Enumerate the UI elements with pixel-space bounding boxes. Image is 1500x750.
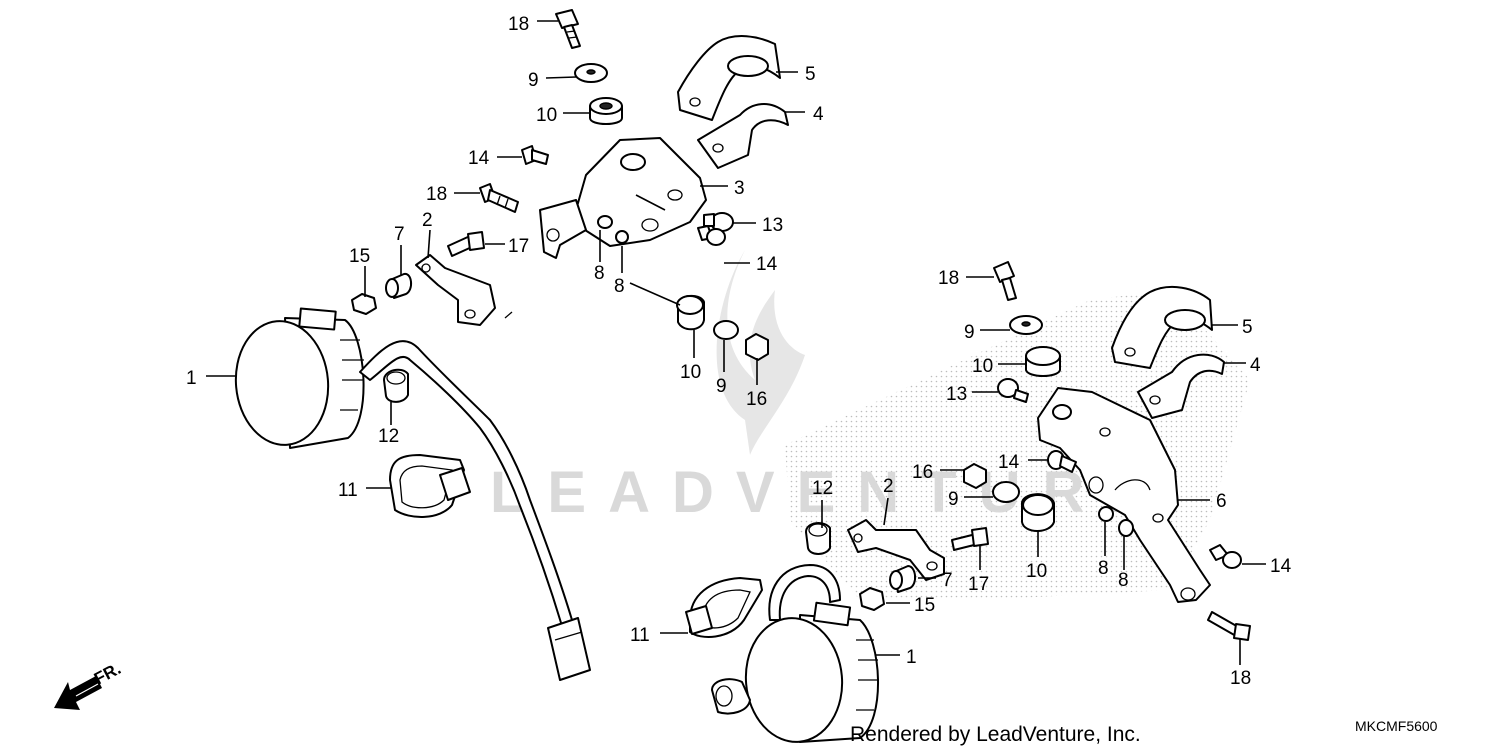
- clamp-4-right: [1137, 353, 1225, 419]
- washer-9-lower: [713, 320, 739, 340]
- wiring-harness-left: [359, 340, 591, 681]
- callout-18-right-lower: 18: [1230, 668, 1251, 689]
- callout-14-upper: 14: [468, 148, 490, 169]
- arrow-left-down-icon: [54, 676, 102, 710]
- bolt-18-right-top: [993, 261, 1017, 301]
- callout-9-right-top: 9: [964, 322, 975, 343]
- callout-8-right-b: 8: [1118, 570, 1129, 591]
- grommet-10-top: [589, 97, 623, 125]
- clamp-5-right: [1111, 285, 1213, 369]
- grommet-10-lower: [676, 294, 705, 331]
- nut-15-right: [859, 587, 885, 611]
- callout-11-right: 11: [630, 625, 650, 646]
- callout-16-left: 16: [746, 389, 767, 410]
- callout-3: 3: [734, 178, 745, 199]
- bolt-17-left: [447, 231, 485, 257]
- bolt-14-right-lower: [1209, 544, 1242, 569]
- callout-12-left: 12: [378, 426, 399, 447]
- bracket-2-left: [415, 254, 513, 326]
- callout-18-top: 18: [508, 14, 529, 35]
- callout-2-right: 2: [883, 476, 894, 497]
- clip-12-left: [383, 368, 409, 403]
- callout-8-right-a: 8: [1098, 558, 1109, 579]
- clip-12-right: [805, 522, 831, 555]
- leader-lines-left: [206, 20, 805, 489]
- callout-4-right: 4: [1250, 355, 1261, 376]
- bracket-2-right: [847, 519, 945, 581]
- callout-9-right: 9: [948, 489, 959, 510]
- callout-7-left: 7: [394, 224, 405, 245]
- right-assembly: 18 9 5 4 10 13 16 14 9 12 2 6 10 8 8 14 …: [630, 261, 1292, 743]
- callout-9-lower: 9: [716, 376, 727, 397]
- callout-14-right-lower: 14: [1270, 556, 1292, 577]
- callout-11-left: 11: [338, 480, 358, 501]
- bracket-3-left: [539, 137, 707, 259]
- callout-17-left: 17: [508, 236, 529, 257]
- clamp-4-left: [697, 103, 789, 169]
- nut-16-left: [745, 333, 769, 361]
- fog-lamp-1-right: [711, 601, 879, 743]
- callout-13-right: 13: [946, 384, 967, 405]
- callout-5-right: 5: [1242, 317, 1253, 338]
- callout-2-left: 2: [422, 210, 433, 231]
- bolt-13-right: [997, 378, 1029, 403]
- callout-5-left: 5: [805, 64, 816, 85]
- leader-lines-right: [660, 276, 1266, 665]
- washer-9-right: [992, 481, 1020, 503]
- callout-10-top: 10: [536, 105, 557, 126]
- band-11-left: [389, 454, 471, 518]
- direction-marker: FR.: [54, 659, 124, 710]
- bracket-6: [1037, 387, 1211, 603]
- grommet-10-right-top: [1025, 346, 1061, 377]
- callout-10-right-top: 10: [972, 356, 993, 377]
- bolt-18-right-lower: [1207, 611, 1251, 641]
- callout-8-b: 8: [614, 276, 625, 297]
- callout-10-right-lower: 10: [1026, 561, 1047, 582]
- callout-1-right: 1: [906, 647, 917, 668]
- nut-15-left: [351, 293, 377, 315]
- collar-7-right: [889, 565, 916, 593]
- callout-18-middle: 18: [426, 184, 447, 205]
- washer-9-right-hole: [1021, 321, 1031, 327]
- bolt-14-right-upper: [1047, 450, 1077, 473]
- callout-9-top: 9: [528, 70, 539, 91]
- callout-16-right: 16: [912, 462, 933, 483]
- callout-7-right: 7: [942, 570, 953, 591]
- band-11-right: [685, 577, 763, 638]
- diagram-code: MKCMF5600: [1355, 718, 1438, 734]
- wiring-harness-right: [768, 564, 841, 621]
- callout-8-a: 8: [594, 263, 605, 284]
- washer-8-right-a: [1098, 506, 1114, 522]
- clamp-5-left: [677, 35, 781, 121]
- rendered-by-text: Rendered by LeadVenture, Inc.: [850, 723, 1141, 746]
- collar-7-left: [385, 272, 412, 299]
- callout-17-right: 17: [968, 574, 989, 595]
- bolt-14-upper: [521, 145, 549, 165]
- nut-16-right: [963, 463, 987, 489]
- callout-1-left: 1: [186, 368, 197, 389]
- washer-9-hole: [586, 69, 596, 75]
- left-assembly: 18 9 10 5 4 14 3 18 13 2 7 17 15 8 8 14 …: [186, 9, 824, 681]
- washer-8-right-b: [1118, 519, 1134, 537]
- fog-lamp-1-left: [234, 307, 365, 449]
- callouts-left: 18 9 10 5 4 14 3 18 13 2 7 17 15 8 8 14 …: [186, 14, 824, 501]
- callouts-right: 18 9 5 4 10 13 16 14 9 12 2 6 10 8 8 14 …: [630, 268, 1292, 689]
- callout-15-right: 15: [914, 595, 935, 616]
- grommet-10-right-lower: [1021, 493, 1055, 532]
- callout-18-right-top: 18: [938, 268, 959, 289]
- bolt-18-top: [555, 9, 581, 49]
- callout-6: 6: [1216, 491, 1227, 512]
- bolt-17-right: [951, 527, 989, 551]
- callout-10-lower: 10: [680, 362, 701, 383]
- bolt-18-middle: [479, 183, 519, 213]
- callout-14-lower: 14: [756, 254, 778, 275]
- callout-13-left: 13: [762, 215, 783, 236]
- callout-14-right-upper: 14: [998, 452, 1020, 473]
- callout-15-left: 15: [349, 246, 370, 267]
- bolt-14-lower: [697, 225, 726, 246]
- callout-4-left: 4: [813, 104, 824, 125]
- callout-12-right: 12: [812, 478, 833, 499]
